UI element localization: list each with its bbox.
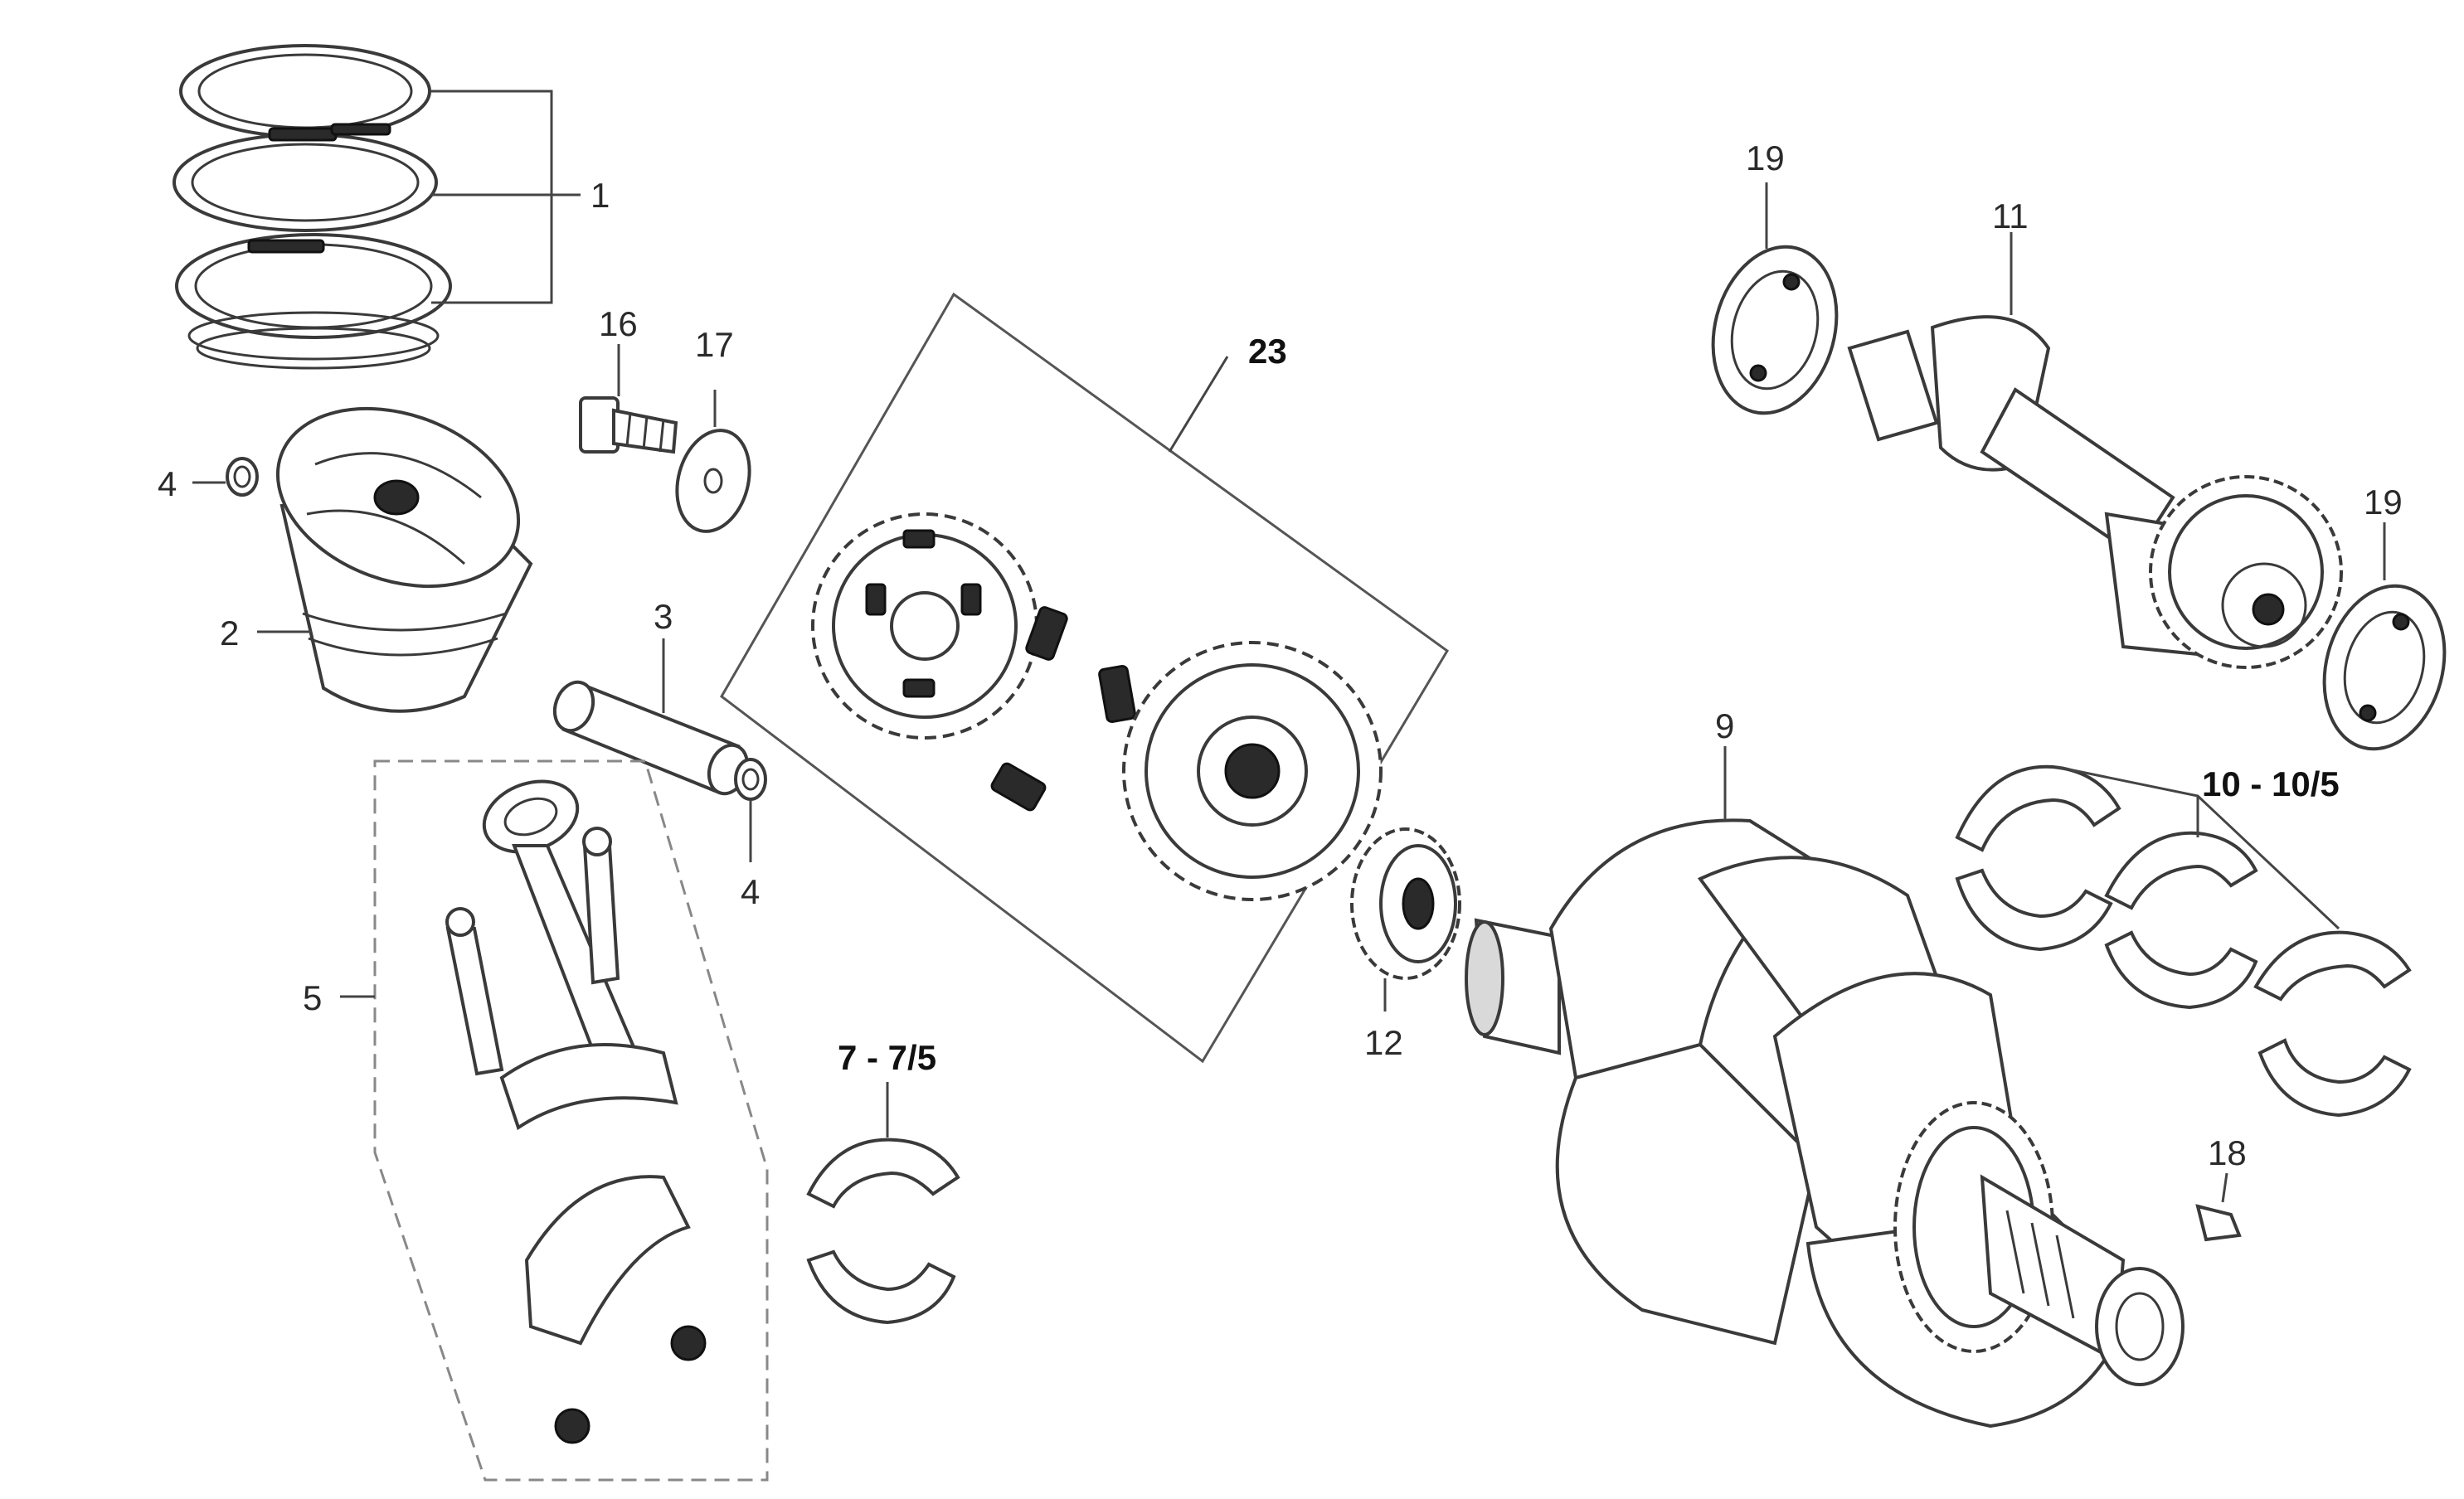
conrod-group-frame <box>373 759 769 1482</box>
gear-set <box>811 512 1383 901</box>
sprocket <box>1350 827 1461 980</box>
callout-17: 17 <box>695 325 734 364</box>
callout-3: 3 <box>654 597 673 636</box>
callout-23: 23 <box>1248 332 1287 371</box>
callout-12: 12 <box>1364 1023 1403 1062</box>
conrod-bearing <box>806 1138 960 1325</box>
bearing-lower <box>2322 584 2447 751</box>
callout-16: 16 <box>599 304 638 343</box>
callout-4a: 4 <box>158 464 177 503</box>
woodruff-key <box>2195 1204 2242 1242</box>
crankshaft <box>1465 818 2185 1429</box>
callout-5: 5 <box>303 978 322 1017</box>
balancer-shaft <box>1847 315 2343 669</box>
circlip-upper <box>226 457 259 497</box>
callout-10: 10 - 10/5 <box>2202 764 2340 803</box>
callout-2: 2 <box>220 614 239 652</box>
bolt <box>579 396 678 454</box>
callout-11: 11 <box>1992 196 2029 235</box>
piston-pin <box>552 680 750 796</box>
piston-rings <box>173 44 452 370</box>
callout-7: 7 - 7/5 <box>838 1038 936 1077</box>
washer <box>675 429 751 533</box>
main-bearings <box>1955 764 2412 1118</box>
callout-4b: 4 <box>741 872 760 911</box>
callout-19b: 19 <box>2364 483 2403 521</box>
callout-9: 9 <box>1715 706 1734 745</box>
callout-19a: 19 <box>1746 138 1785 177</box>
bearing-upper <box>1711 245 1839 415</box>
callout-1: 1 <box>590 176 610 215</box>
gear-set-frame <box>720 292 1449 1064</box>
connecting-rod <box>445 779 707 1444</box>
callout-18: 18 <box>2208 1133 2247 1172</box>
circlip-lower <box>734 758 767 801</box>
piston <box>275 406 533 713</box>
